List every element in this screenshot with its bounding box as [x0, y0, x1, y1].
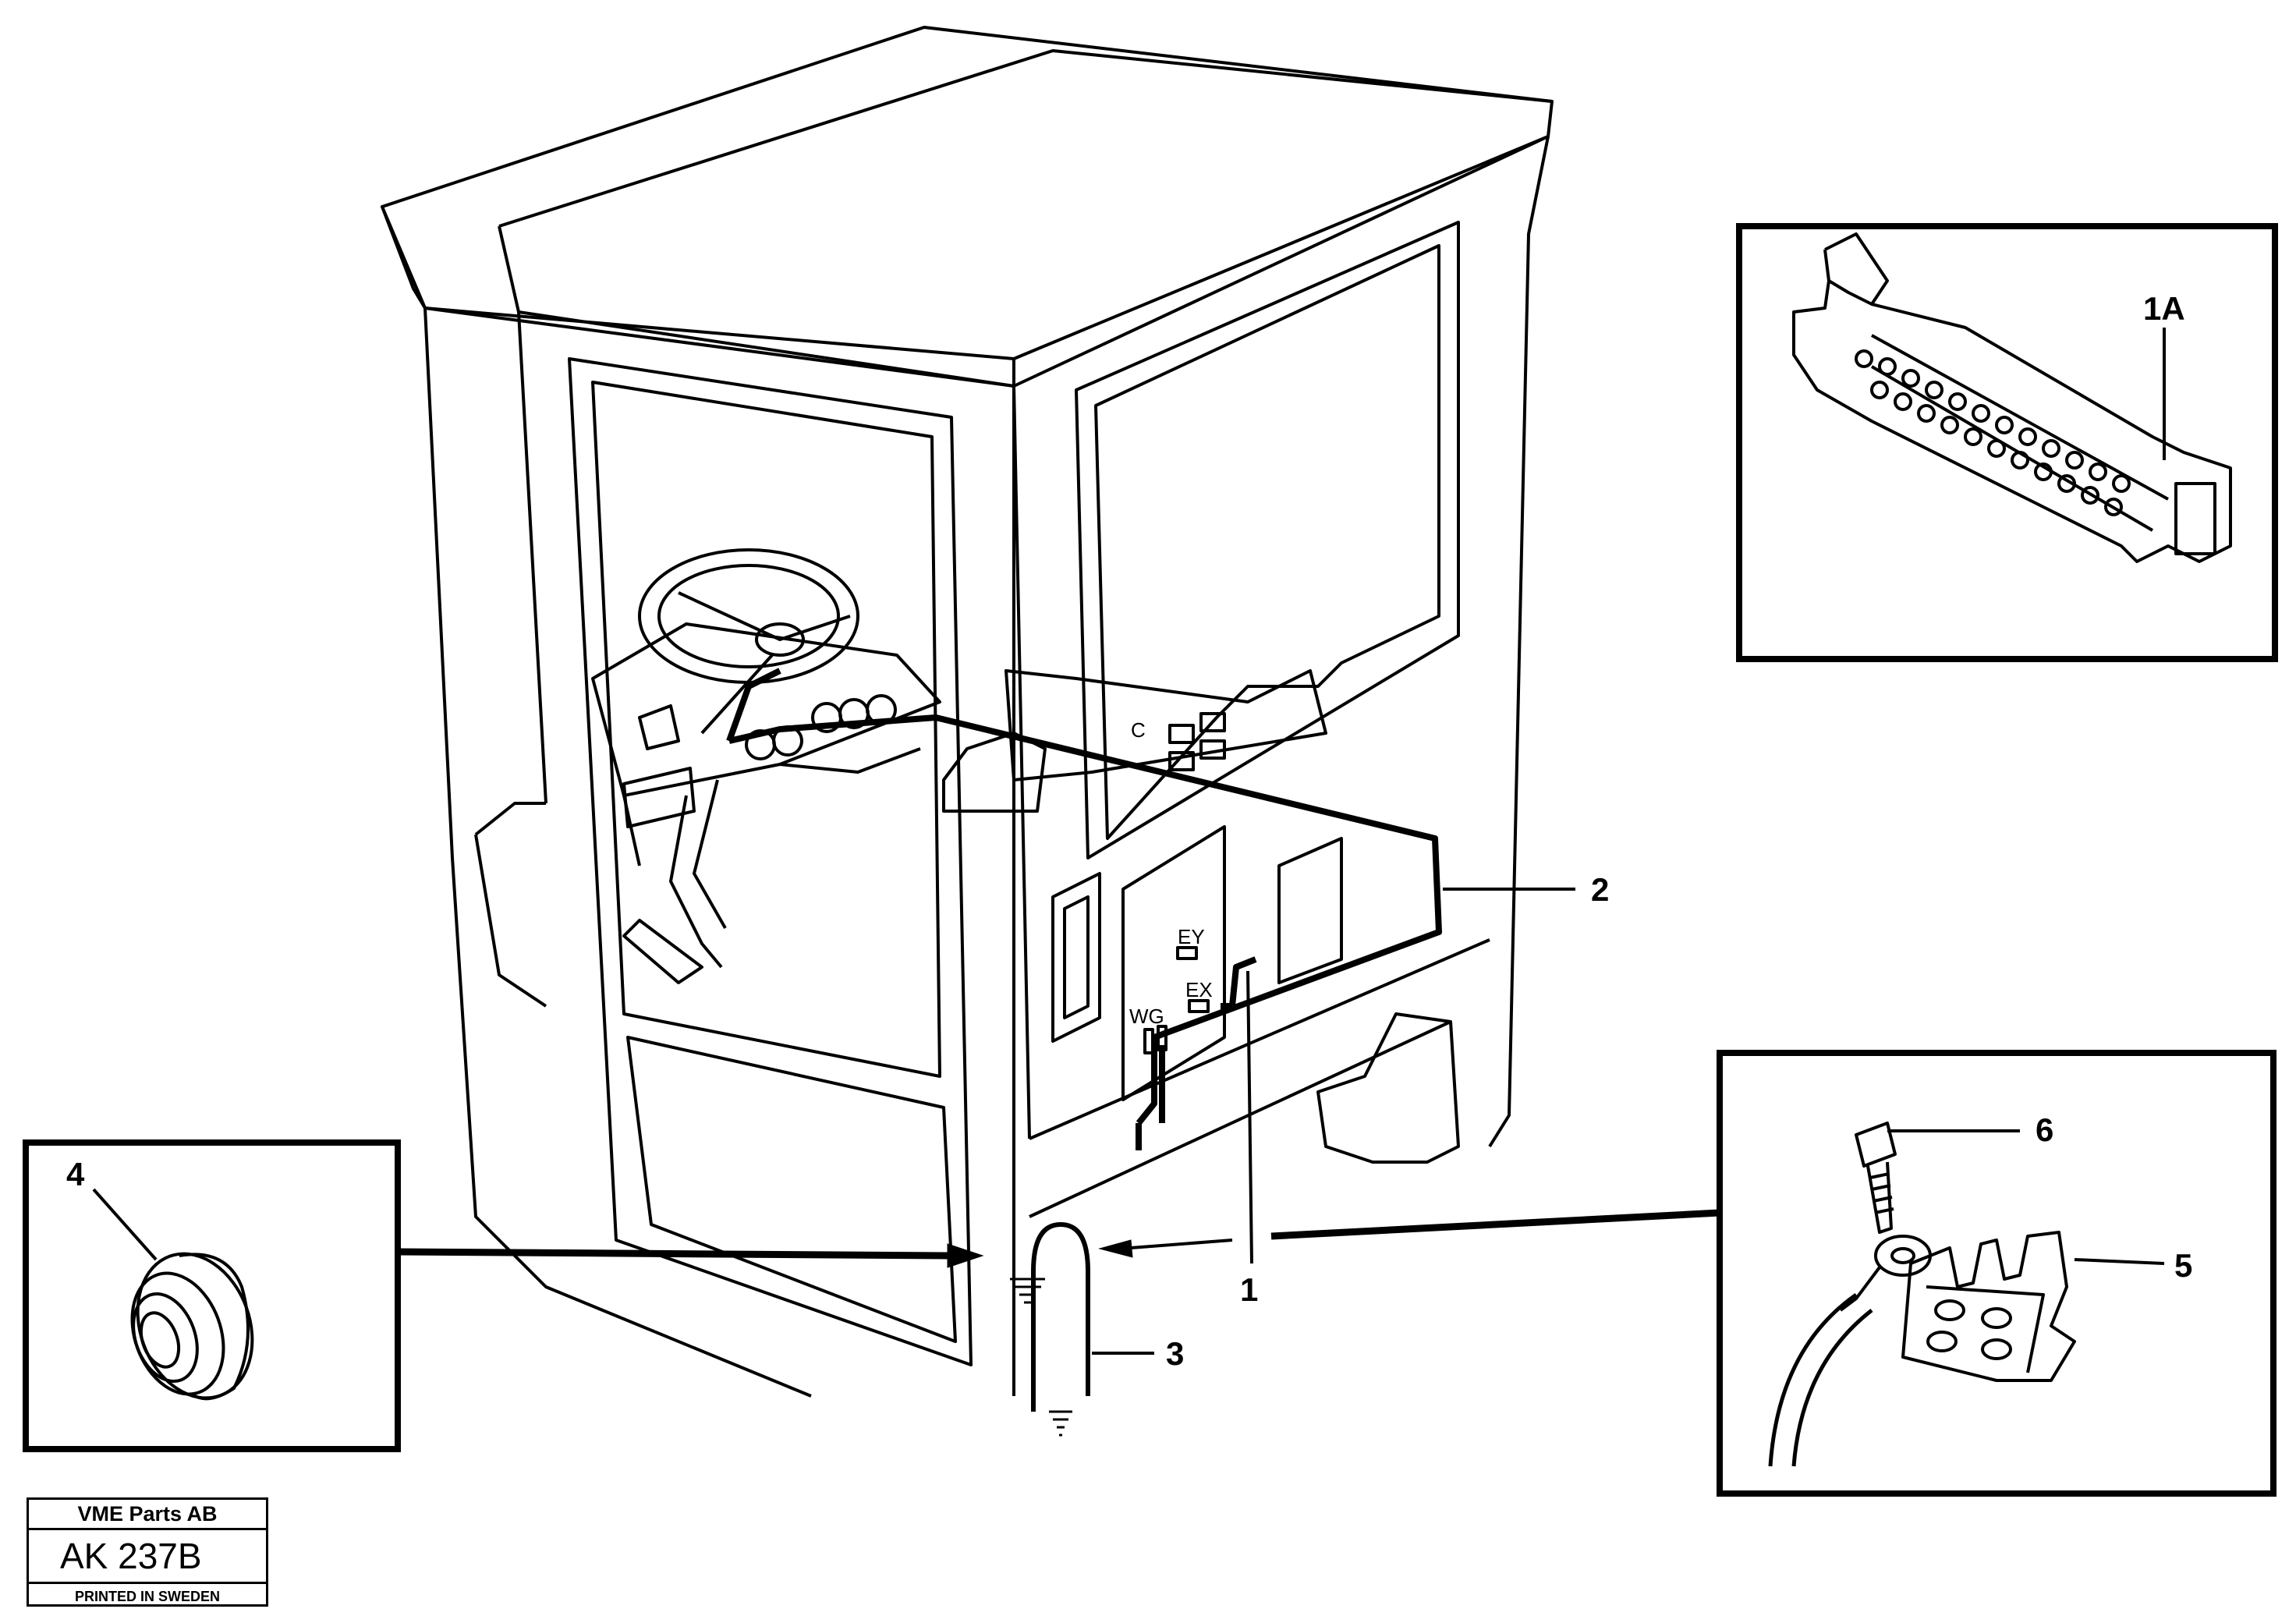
inset-bracket-box: [1717, 1050, 2277, 1497]
leader-4: [92, 1188, 158, 1261]
callout-1a: 1A: [2143, 290, 2185, 327]
wiring-harness: [726, 668, 1442, 1150]
ground-bracket-drawing: [1768, 1122, 2076, 1467]
inset-grommet-box: [23, 1139, 401, 1452]
title-block: VME Parts AB AK 237B PRINTED IN SWEDEN: [27, 1497, 268, 1607]
grommet-drawing: [130, 1252, 254, 1401]
callout-5: 5: [2174, 1247, 2192, 1284]
connector-1a-drawing: [1792, 232, 2232, 563]
leader-5: [2074, 1258, 2165, 1265]
title-block-printed: PRINTED IN SWEDEN: [74, 1589, 220, 1604]
cab-body: [423, 307, 812, 1398]
ground-symbol-b: [1049, 1410, 1072, 1437]
side-window: [1075, 221, 1460, 859]
door-frame: [568, 357, 973, 1366]
dashboard: [591, 622, 941, 797]
title-block-code: AK 237B: [29, 1530, 266, 1584]
callout-4: 4: [66, 1156, 85, 1193]
ground-wire: [1031, 1221, 1090, 1412]
leader-1: [1246, 970, 1253, 1264]
steering-wheel: [638, 548, 859, 684]
title-block-company: VME Parts AB: [29, 1500, 266, 1530]
inset-connector-box: [1736, 223, 2278, 662]
main-leaders: [397, 1209, 1720, 1268]
electrical-panel: [1121, 825, 1226, 1101]
cab-drawing: [381, 26, 1554, 1398]
ground-symbol-a: [1010, 1278, 1045, 1304]
callout-1: 1: [1240, 1271, 1258, 1308]
panel-mark-c: C: [1131, 718, 1146, 742]
panel-mark-ex: EX: [1185, 978, 1213, 1001]
panel-mark-ey: EY: [1178, 925, 1205, 948]
panel-mark-wg: WG: [1129, 1005, 1164, 1028]
callout-2: 2: [1591, 871, 1609, 908]
callout-3: 3: [1166, 1335, 1184, 1372]
callout-6: 6: [2036, 1111, 2053, 1148]
